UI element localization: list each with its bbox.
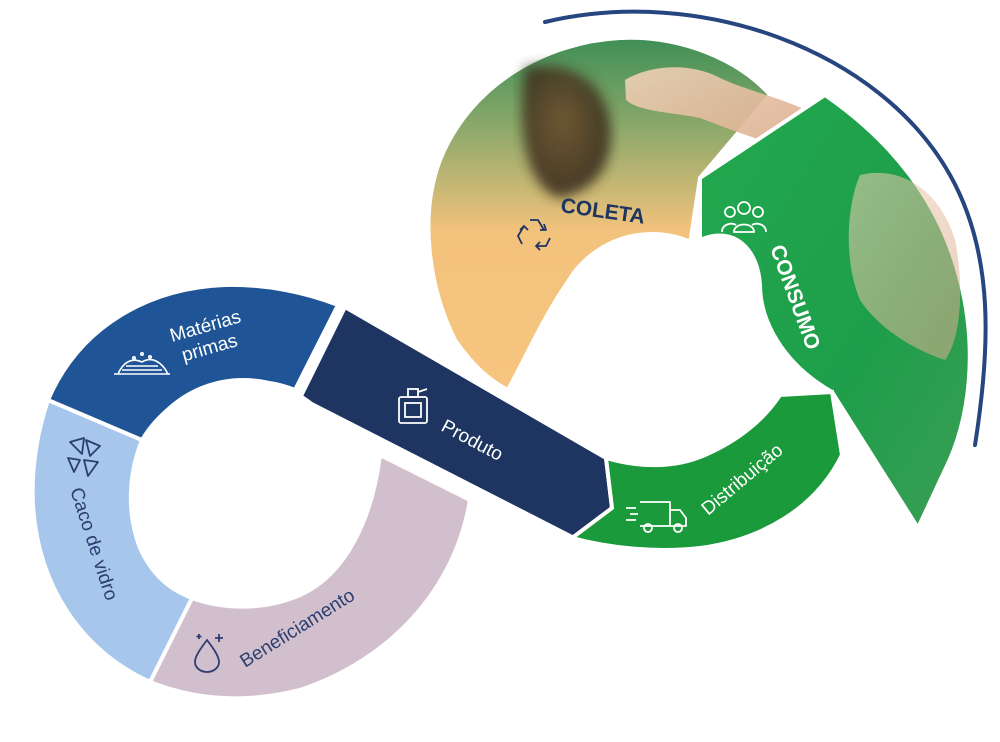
perfume-bottle-icon	[398, 388, 428, 424]
beneficiamento-segment[interactable]	[147, 451, 473, 701]
people-group-icon	[721, 201, 767, 233]
recycle-icon	[517, 219, 551, 251]
consumo-hand	[848, 172, 961, 360]
accent-arc	[543, 9, 988, 447]
distribuicao-segment[interactable]	[567, 389, 845, 552]
water-drop-sparkle-icon	[194, 634, 223, 673]
left-ring-hole	[131, 378, 355, 602]
right-ring-hole	[552, 232, 752, 432]
coleta-hand	[625, 67, 815, 150]
coleta-photo-shadow	[521, 65, 611, 198]
delivery-truck-icon	[626, 501, 687, 533]
sand-pile-icon	[114, 351, 170, 375]
glass-shards-icon	[67, 437, 101, 477]
